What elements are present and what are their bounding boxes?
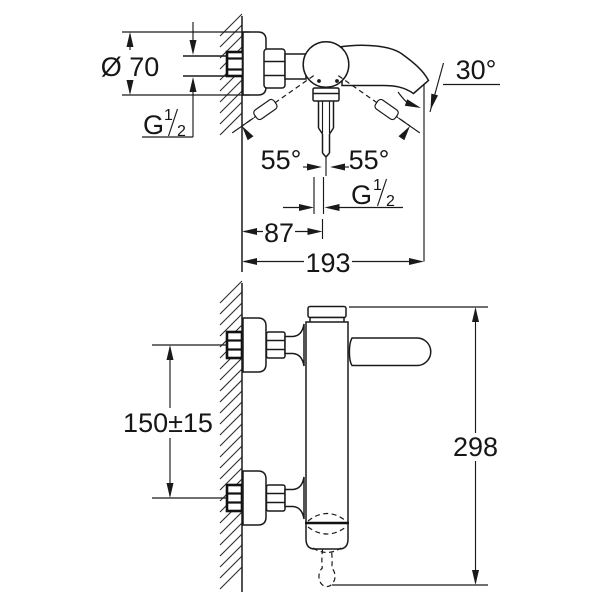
dim-wall-to-axis: 87 <box>242 218 324 248</box>
dim-inlet-thread: G 1 2 <box>142 22 197 140</box>
dim-overall-height: 298 <box>332 306 498 586</box>
escutcheon <box>242 31 267 96</box>
top-cap <box>307 305 347 319</box>
dim-label-wall-to-spout-tip: 193 <box>305 248 350 278</box>
lever-handle-side <box>312 87 340 176</box>
index-dot-right <box>335 79 339 83</box>
dim-wall-to-spout-tip: 193 <box>242 248 424 278</box>
cartridge-housing <box>302 40 350 89</box>
dim-label-wall-to-axis: 87 <box>264 218 294 248</box>
dim-label-spout-angle: 30° <box>456 55 497 85</box>
dim-label-outlet-thread-sub: 2 <box>386 193 395 210</box>
dim-label-inlet-spacing: 150±15 <box>123 408 213 438</box>
dim-label-inlet-thread-g: G <box>143 110 164 140</box>
pull-down-knob <box>318 548 336 588</box>
dim-label-inlet-thread-sup: 1 <box>164 107 173 124</box>
side-view: Ø 70 G 1 2 55° 55° <box>101 13 500 278</box>
faucet-body-front <box>305 305 349 524</box>
dim-label-outlet-thread-sup: 1 <box>373 177 382 194</box>
wall-anchor-fitting <box>225 50 245 78</box>
lever-swing-right <box>337 75 421 141</box>
dim-outlet-thread: G 1 2 <box>283 177 403 214</box>
connection-nut <box>263 48 286 89</box>
dim-flange-diameter: Ø 70 <box>101 31 250 96</box>
dim-spout-angle: 30° <box>397 55 500 262</box>
installation-view: 150±15 298 <box>123 280 498 592</box>
wall-hatching-bottom <box>219 280 243 590</box>
dim-label-flange-diameter: Ø 70 <box>101 52 160 82</box>
dim-label-outlet-thread-g: G <box>351 180 372 210</box>
inlet-fitting-top <box>225 317 305 373</box>
inlet-pipe <box>183 55 228 77</box>
lever-handle-front <box>348 337 432 367</box>
dim-lever-angles: 55° 55° <box>261 145 390 175</box>
dim-label-lever-angle-left: 55° <box>261 145 302 175</box>
spout <box>338 44 430 95</box>
dim-inlet-spacing: 150±15 <box>123 344 228 499</box>
inlet-fitting-bottom <box>225 470 305 526</box>
dim-label-inlet-thread-sub: 2 <box>177 123 186 140</box>
dim-label-overall-height: 298 <box>453 432 498 462</box>
diverter-outlet <box>305 512 349 588</box>
dim-label-lever-angle-right: 55° <box>349 145 390 175</box>
index-dot-left <box>317 79 321 83</box>
lever-swing-left <box>231 75 315 141</box>
